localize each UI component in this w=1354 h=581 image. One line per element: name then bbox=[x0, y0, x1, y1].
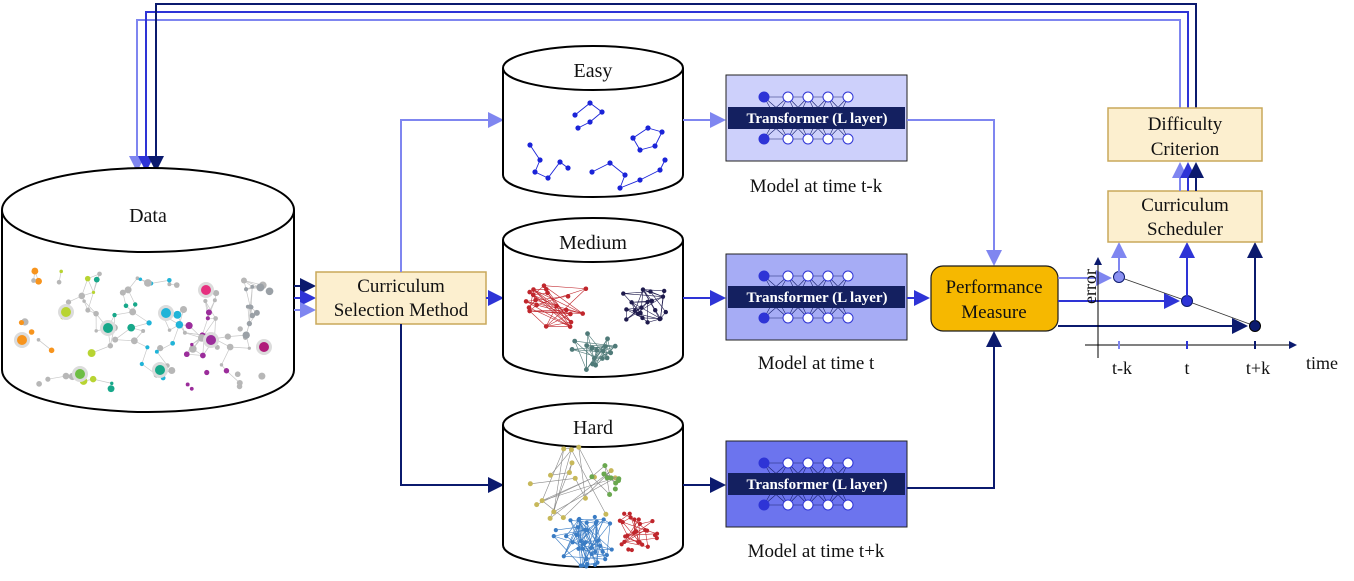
plot-point-t bbox=[1182, 296, 1193, 307]
data-store: Data bbox=[2, 168, 294, 412]
plot-point-t-minus-k bbox=[1114, 272, 1125, 283]
caption-model-t: Model at time t bbox=[758, 353, 875, 374]
transformer-model-t-plus-k: Transformer (L layer) bbox=[726, 441, 907, 527]
performance-line1: Performance bbox=[945, 277, 1042, 298]
tick-t-minus-k: t-k bbox=[1112, 358, 1132, 378]
tick-t: t bbox=[1184, 358, 1189, 378]
tick-t-plus-k: t+k bbox=[1246, 358, 1270, 378]
medium-cylinder: Medium bbox=[503, 218, 683, 377]
transformer-model-t-minus-k: Transformer (L layer) bbox=[726, 75, 907, 161]
performance-measure-box: Performance Measure bbox=[931, 266, 1058, 331]
hard-cylinder: Hard bbox=[503, 403, 683, 568]
selection-line2: Selection Method bbox=[334, 300, 469, 321]
svg-text:Transformer (L layer): Transformer (L layer) bbox=[746, 111, 887, 127]
difficulty-criterion-box: Difficulty Criterion bbox=[1108, 108, 1262, 161]
data-label: Data bbox=[129, 205, 167, 227]
criterion-line2: Criterion bbox=[1151, 139, 1220, 160]
transformer-model-t: Transformer (L layer) bbox=[726, 254, 907, 340]
curriculum-scheduler-box: Curriculum Scheduler bbox=[1108, 191, 1262, 242]
difficulty-to-model-arrows bbox=[683, 120, 724, 485]
error-time-plot: error time t-k t t+k bbox=[1080, 258, 1338, 378]
performance-line2: Measure bbox=[961, 302, 1026, 323]
curriculum-selection-box: Curriculum Selection Method bbox=[316, 272, 486, 324]
plot-point-t-plus-k bbox=[1250, 321, 1261, 332]
easy-cylinder: Easy bbox=[503, 46, 683, 197]
caption-model-t-minus-k: Model at time t-k bbox=[750, 176, 883, 197]
hard-label: Hard bbox=[573, 417, 613, 439]
plot-xlabel: time bbox=[1306, 353, 1338, 373]
data-to-selection-arrows bbox=[294, 286, 314, 310]
criterion-line1: Difficulty bbox=[1148, 114, 1223, 135]
medium-label: Medium bbox=[559, 232, 627, 254]
scheduler-line2: Scheduler bbox=[1147, 219, 1224, 240]
selection-line1: Curriculum bbox=[357, 276, 445, 297]
svg-text:Transformer (L layer): Transformer (L layer) bbox=[746, 290, 887, 306]
caption-model-t-plus-k: Model at time t+k bbox=[748, 541, 885, 562]
scheduler-line1: Curriculum bbox=[1141, 195, 1229, 216]
plot-ylabel: error bbox=[1080, 269, 1100, 304]
scheduler-to-criterion-arrows bbox=[1180, 164, 1196, 191]
plot-to-scheduler-arrows bbox=[1119, 244, 1255, 321]
svg-text:Transformer (L layer): Transformer (L layer) bbox=[746, 477, 887, 493]
easy-label: Easy bbox=[574, 60, 613, 82]
